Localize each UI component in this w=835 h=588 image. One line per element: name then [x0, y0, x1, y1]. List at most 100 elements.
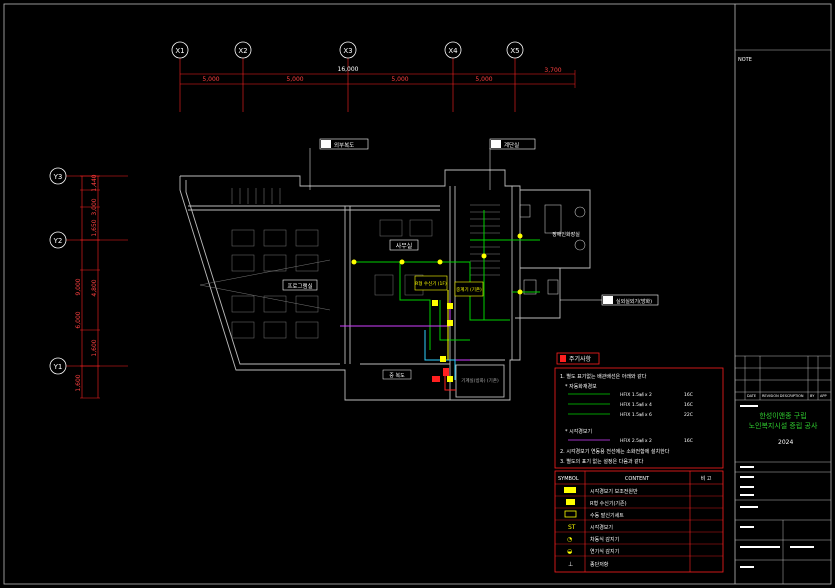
grid-bubble-x3: X3	[339, 41, 357, 59]
svg-text:5,000: 5,000	[286, 76, 303, 83]
svg-text:5,000: 5,000	[391, 76, 408, 83]
label-panel-2: 중계기 (기존)	[454, 281, 484, 297]
program-room-tables	[199, 219, 433, 339]
svg-text:6,000: 6,000	[75, 311, 82, 328]
svg-text:⊥: ⊥	[568, 561, 573, 568]
svg-text:HFIX 1.5㎟ x 6: HFIX 1.5㎟ x 6	[620, 411, 652, 418]
grid-bubble-x4: X4	[444, 41, 462, 59]
svg-text:◔: ◔	[567, 536, 572, 543]
project-title-line1: 한성이앤종 구립	[759, 411, 806, 420]
sheet-border	[3, 3, 832, 585]
svg-text:HFIX 2.5㎟ x 2: HFIX 2.5㎟ x 2	[620, 437, 652, 444]
grid-bubble-y2: Y2	[49, 231, 67, 249]
label-restroom: 장애인화장실	[552, 231, 580, 238]
svg-text:CONTENT: CONTENT	[625, 476, 650, 482]
notes-header: 주기사항	[569, 355, 592, 363]
svg-text:2. 시각경보기 연동용 전선에는 소화전함에 설치한다: 2. 시각경보기 연동용 전선에는 소화전함에 설치한다	[560, 448, 670, 455]
svg-text:22C: 22C	[684, 412, 693, 418]
svg-text:1. 별도 표기없는 배관배선은 아래와 같다: 1. 별도 표기없는 배관배선은 아래와 같다	[560, 373, 647, 380]
svg-text:APP: APP	[820, 394, 827, 398]
callout-outdoor-unit: 실외실외기(방화)	[560, 294, 659, 306]
svg-text:4,800: 4,800	[91, 279, 98, 296]
red-device-markers	[432, 368, 449, 382]
svg-text:시각경보기: 시각경보기	[590, 524, 613, 531]
svg-text:R형 수신기(기존): R형 수신기(기존)	[590, 500, 627, 507]
svg-text:REVISION DESCRIPTION: REVISION DESCRIPTION	[762, 394, 804, 398]
grid-bubble-x5: X5	[506, 41, 524, 59]
svg-text:기계실(방화) (기존): 기계실(방화) (기존)	[461, 377, 499, 384]
grid-bubble-y3: Y3	[49, 167, 67, 185]
svg-text:16C: 16C	[684, 392, 693, 398]
grid-bubble-y1: Y1	[49, 357, 67, 375]
svg-text:1,600: 1,600	[91, 339, 98, 356]
svg-text:◒: ◒	[567, 548, 572, 555]
revision-headers: DATE REVISION DESCRIPTION BY APP	[747, 394, 827, 398]
svg-text:외부복도: 외부복도	[334, 142, 354, 149]
svg-text:3. 별도의 표기 없는 설정은 다음과 같다: 3. 별도의 표기 없는 설정은 다음과 같다	[560, 458, 644, 465]
svg-text:1,600: 1,600	[75, 374, 82, 391]
svg-text:* 시각경보기: * 시각경보기	[565, 428, 592, 435]
title-block-bars	[740, 405, 814, 568]
svg-text:5,000: 5,000	[475, 76, 492, 83]
svg-text:3,700: 3,700	[544, 67, 561, 74]
svg-text:차동식 감지기: 차동식 감지기	[590, 536, 619, 543]
callout-north-corridor: 외부복도	[309, 138, 369, 190]
svg-text:DATE: DATE	[747, 394, 756, 398]
svg-text:실외실외기(방화): 실외실외기(방화)	[616, 298, 652, 305]
svg-text:수동 발신기세트: 수동 발신기세트	[590, 512, 624, 519]
symbol-legend: SYMBOL CONTENT 비 고 ST ◔ ◒ ⊥ 시각경보기 보조전원반 …	[554, 470, 724, 573]
svg-text:Y2: Y2	[53, 237, 63, 245]
svg-text:16C: 16C	[684, 402, 693, 408]
svg-text:* 자동화재경보: * 자동화재경보	[565, 383, 597, 390]
grid-bubble-x1: X1	[171, 41, 189, 59]
svg-text:9,000: 9,000	[75, 278, 82, 295]
restroom-fixtures	[519, 204, 586, 295]
svg-text:HFIX 1.5㎟ x 4: HFIX 1.5㎟ x 4	[620, 401, 652, 408]
svg-text:SYMBOL: SYMBOL	[558, 476, 579, 482]
svg-text:1,440: 1,440	[91, 174, 98, 191]
svg-text:Y1: Y1	[53, 363, 63, 371]
svg-text:장애인화장실: 장애인화장실	[552, 231, 580, 238]
svg-text:5,000: 5,000	[202, 76, 219, 83]
note-label: NOTE	[738, 57, 752, 63]
svg-text:연기식 감지기: 연기식 감지기	[590, 548, 619, 555]
svg-text:BY: BY	[810, 394, 815, 398]
svg-text:시각경보기 보조전원반: 시각경보기 보조전원반	[590, 488, 638, 495]
label-panel-1: R형 수신기 (1F)	[414, 275, 448, 291]
svg-text:프로그램실: 프로그램실	[287, 282, 312, 290]
svg-text:1,650: 1,650	[91, 219, 98, 236]
building-walls	[179, 169, 591, 401]
svg-text:X2: X2	[238, 47, 247, 55]
svg-text:ST: ST	[568, 524, 576, 531]
svg-text:X5: X5	[510, 47, 519, 55]
label-program-room: 프로그램실	[282, 279, 318, 291]
svg-text:3,000: 3,000	[91, 198, 98, 215]
svg-text:X1: X1	[175, 47, 184, 55]
grid-ticks	[80, 70, 576, 399]
label-office: 사무실	[389, 239, 419, 251]
title-block	[735, 49, 831, 584]
svg-text:계단실: 계단실	[504, 141, 519, 149]
svg-text:비 고: 비 고	[701, 475, 712, 482]
x-dimension-labels: 16,000 5,000 5,000 5,000 5,000 3,700	[202, 66, 561, 83]
svg-text:종단저항: 종단저항	[590, 561, 609, 568]
y-dimension-labels: 9,000 1,440 3,000 1,650 4,800 6,000 1,60…	[75, 174, 98, 391]
project-year: 2024	[778, 439, 793, 446]
svg-text:X4: X4	[448, 47, 458, 55]
label-corridor: 중 복도	[382, 369, 412, 380]
notes-panel: 주기사항 1. 별도 표기없는 배관배선은 아래와 같다 * 자동화재경보 HF…	[554, 352, 724, 469]
svg-text:X3: X3	[343, 47, 352, 55]
svg-text:중계기 (기존): 중계기 (기존)	[456, 286, 482, 293]
svg-text:16,000: 16,000	[338, 66, 359, 73]
label-small-room: 기계실(방화) (기존)	[461, 377, 499, 384]
callout-stair: 계단실	[489, 138, 536, 190]
svg-text:R형 수신기 (1F): R형 수신기 (1F)	[415, 280, 447, 287]
project-title-line2: 노인복지시설 증립 공사	[749, 421, 818, 430]
svg-text:사무실: 사무실	[396, 242, 413, 250]
grid-bubble-x2: X2	[234, 41, 252, 59]
svg-text:중 복도: 중 복도	[389, 373, 405, 379]
svg-text:16C: 16C	[684, 438, 693, 444]
svg-text:Y3: Y3	[53, 173, 63, 181]
svg-text:HFIX 1.5㎟ x 2: HFIX 1.5㎟ x 2	[620, 391, 652, 398]
